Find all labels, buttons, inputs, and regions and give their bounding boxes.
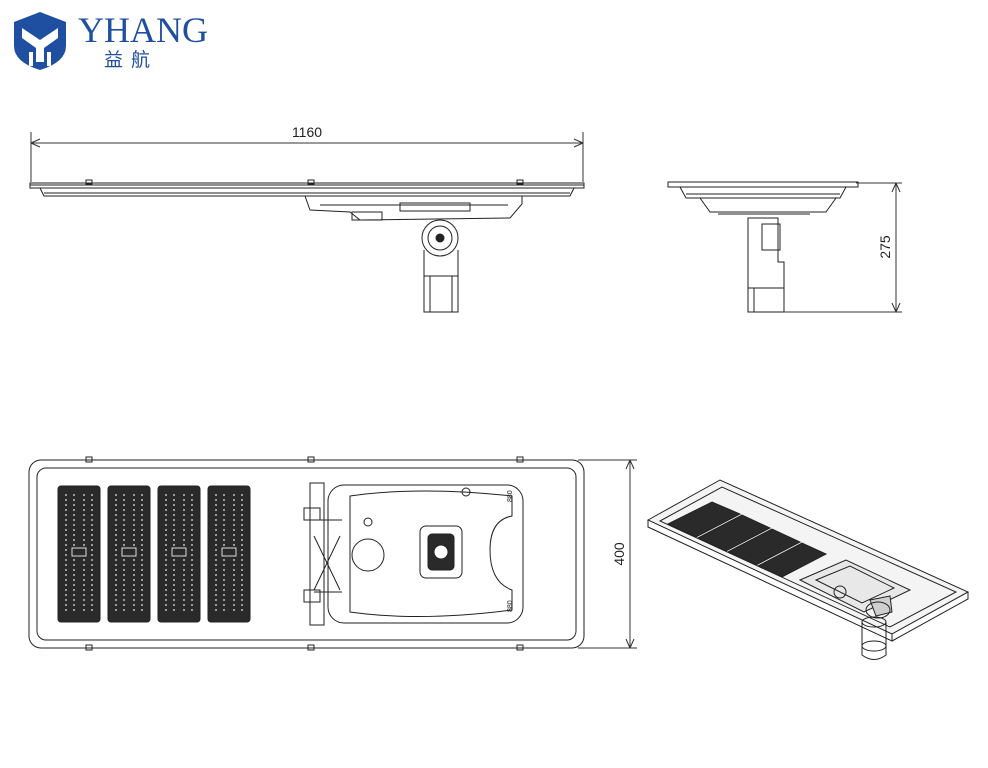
- depth-dimension: [578, 459, 637, 649]
- width-dimension-label: 1160: [292, 124, 322, 140]
- depth-dimension-label: 400: [611, 542, 627, 566]
- width-dimension: [30, 132, 584, 182]
- height-dimension-label: 275: [877, 235, 893, 259]
- controller-housing: [303, 482, 524, 626]
- side-view: 275: [667, 181, 902, 313]
- led-modules: [57, 485, 251, 623]
- front-view: 1160: [29, 124, 585, 313]
- brand-logo: YHANG 益航: [14, 10, 208, 71]
- controller-label-top: 880: [507, 490, 514, 502]
- iso-led-modules: [666, 501, 828, 578]
- isometric-view: [646, 479, 970, 660]
- bottom-view: 880 880 400: [28, 456, 637, 651]
- brand-name: YHANG: [78, 10, 208, 50]
- controller-label-bottom: 880: [507, 600, 514, 612]
- height-dimension: [784, 182, 902, 313]
- brand-chinese-name: 益航: [104, 49, 158, 71]
- logo-mark-icon: [14, 12, 66, 70]
